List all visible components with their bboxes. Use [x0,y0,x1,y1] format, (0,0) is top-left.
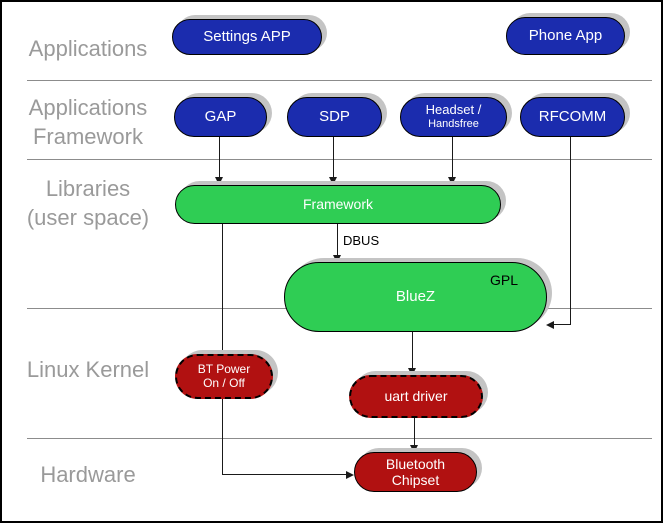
node-label: Handsfree [428,118,479,131]
node-label: uart driver [384,388,448,405]
layer-label-hardware: Hardware [7,460,169,489]
node-rfcomm: RFCOMM [520,97,625,137]
node-label: Framework [302,196,373,213]
edge-rfcomm-horizontal [549,324,571,325]
arrowhead-uart-chipset [410,445,418,453]
layer-label-line: Linux Kernel [26,357,150,382]
node-gap: GAP [174,97,267,137]
gpl-badge: GPL [489,272,518,288]
node-label: BlueZ [395,288,436,306]
node-label: Phone App [528,27,603,45]
edge-framework-chipset-vertical [222,222,223,475]
edge-rfcomm-vertical [570,135,571,325]
layer-label-line: Framework [32,124,143,149]
layer-divider-4 [27,438,652,439]
arrowhead-bluez-uart [408,368,416,376]
node-headset-handsfree: Headset / Handsfree [400,97,507,137]
layer-label-applications: Applications [7,34,169,63]
layer-label-line: Hardware [40,462,136,487]
edge-framework-chipset-horizontal [222,474,347,475]
layer-label-line: (user space) [26,205,150,230]
layer-divider-1 [27,80,652,81]
layer-divider-2 [27,159,652,160]
node-bt-power: BT Power On / Off [175,354,273,399]
node-bluez: GPL BlueZ [284,262,547,332]
arrowhead-dbus-bluez [333,255,341,263]
node-label: Chipset [391,472,440,488]
node-settings-app: Settings APP [172,19,322,55]
layer-label-libraries: Libraries (user space) [7,174,169,232]
node-phone-app: Phone App [506,17,625,55]
edge-framework-to-bluez [337,222,338,256]
node-framework: Framework [175,185,501,224]
layer-label-line: Applications [28,36,148,61]
layer-label-applications-framework: Applications Framework [7,93,169,151]
node-sdp: SDP [287,97,382,137]
node-uart-driver: uart driver [349,375,483,418]
edge-bluez-to-uart [412,330,413,369]
node-bluetooth-chipset: Bluetooth Chipset [354,452,477,492]
node-label: Headset / [425,102,482,118]
node-label: Bluetooth [385,455,446,472]
layer-label-line: Applications [28,95,148,120]
node-label: SDP [319,108,350,126]
layer-label-linux-kernel: Linux Kernel [7,355,169,384]
node-label: Settings APP [203,28,291,46]
node-label: On / Off [203,375,245,390]
arrowhead-rfcomm-bluez [546,321,554,329]
arrowhead-headset-framework [448,177,456,185]
node-label: RFCOMM [538,108,607,126]
dbus-edge-label: DBUS [343,233,380,248]
layer-label-line: Libraries [45,176,131,201]
arrowhead-framework-chipset [346,471,354,479]
edge-sdp-to-framework [333,135,334,178]
arrowhead-sdp-framework [329,177,337,185]
edge-uart-to-chipset [414,414,415,446]
node-label: BT Power [197,361,251,376]
arrowhead-gap-framework [215,177,223,185]
edge-headset-to-framework [452,135,453,178]
edge-gap-to-framework [219,135,220,178]
node-label: GAP [204,108,237,126]
